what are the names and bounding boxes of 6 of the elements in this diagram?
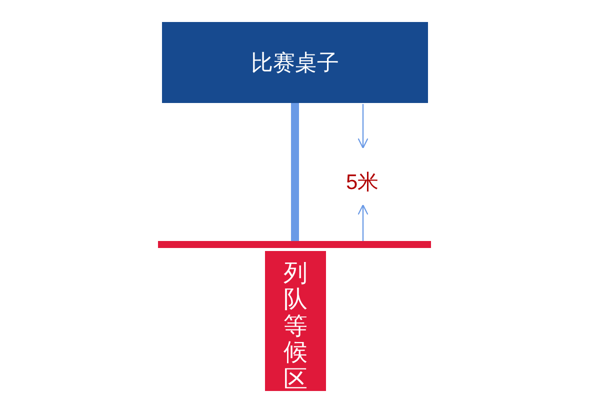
area-label: 列队等候区 (284, 261, 308, 391)
table-box (162, 22, 428, 103)
queue-area-box (265, 251, 326, 391)
connector-line (291, 103, 299, 241)
dimension-label: 5米 (346, 170, 379, 196)
table-label: 比赛桌子 (251, 48, 339, 76)
